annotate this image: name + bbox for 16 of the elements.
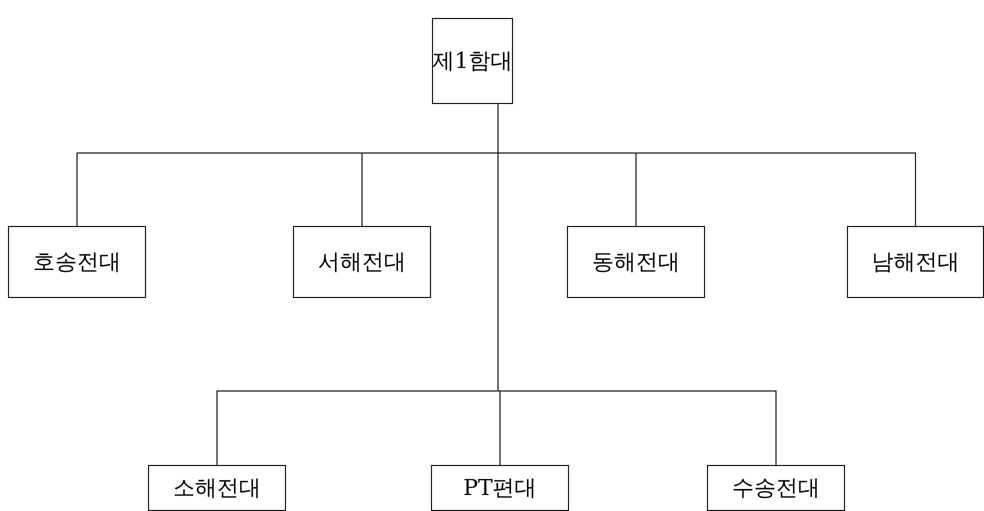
unit-box <box>707 465 845 511</box>
unit-box <box>8 226 146 298</box>
unit-name: 수송전대 <box>732 475 820 503</box>
unit-name: PT편대 <box>463 475 537 503</box>
unit-box <box>148 465 286 511</box>
unit-box <box>847 226 984 298</box>
unit-box <box>431 465 569 511</box>
unit-name: 호송전대 <box>33 249 121 277</box>
unit-name: 소해전대 <box>173 475 261 503</box>
unit-name: 서해전대 <box>318 249 406 277</box>
unit-name: 남해전대 <box>872 249 960 277</box>
unit-box <box>432 18 513 104</box>
unit-name: 동해전대 <box>592 249 680 277</box>
unit-box <box>293 226 431 298</box>
unit-name: 제1함대 <box>432 48 512 76</box>
unit-box <box>567 226 705 298</box>
